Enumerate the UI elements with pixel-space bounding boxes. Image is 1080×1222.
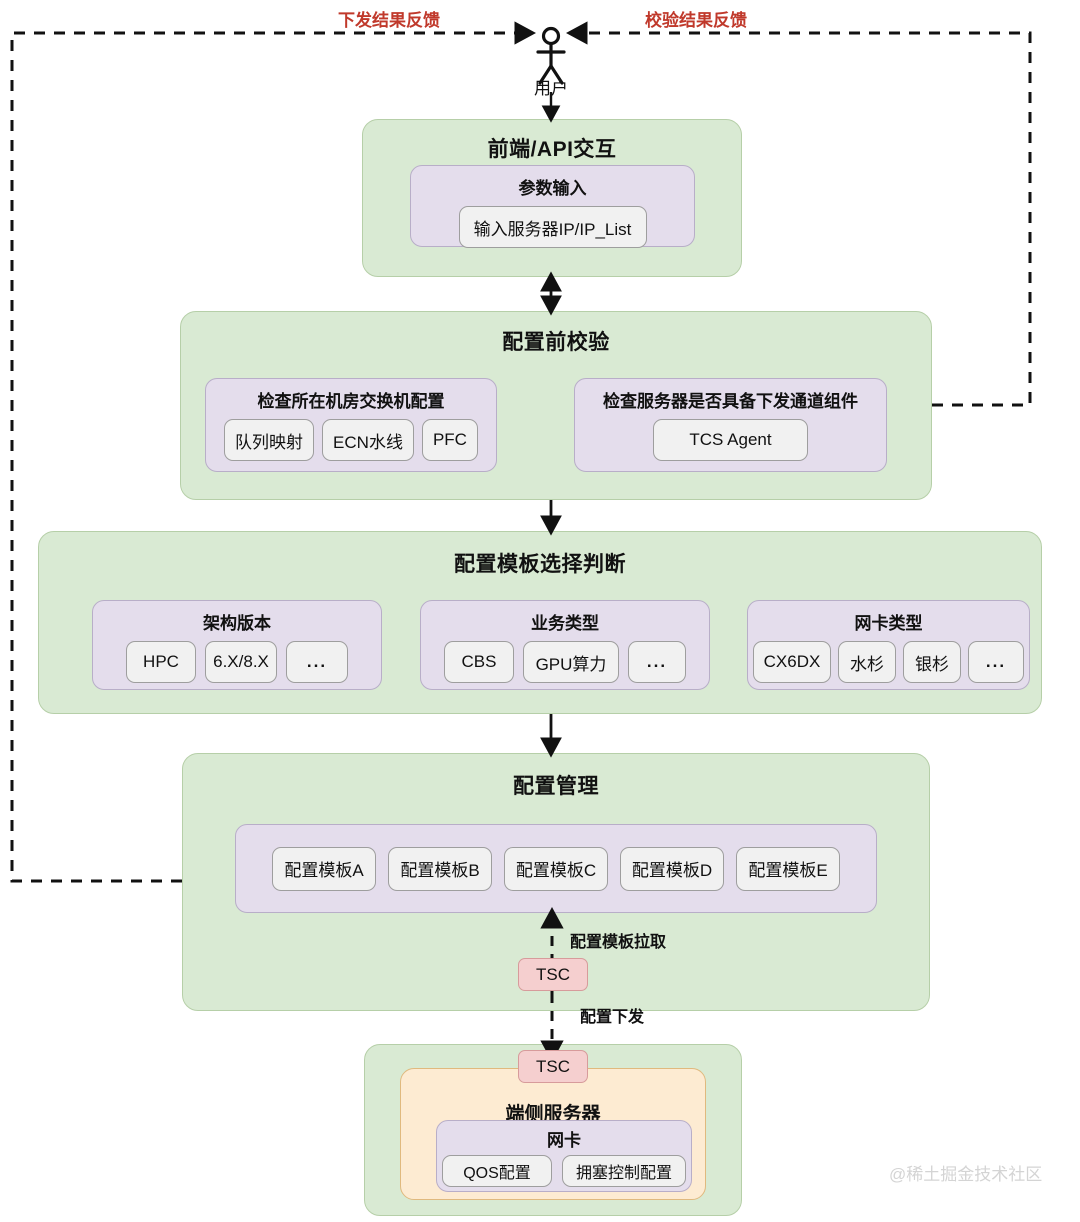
group-business-type[interactable]: 业务类型 CBS GPU算力 ... [420,600,710,690]
group-title: 架构版本 [203,614,271,633]
group-architecture-version[interactable]: 架构版本 HPC 6.X/8.X ... [92,600,382,690]
chip-row: CX6DX 水杉 银杉 ... [753,641,1024,683]
chip-row: 队列映射 ECN水线 PFC [224,419,478,461]
chip-queue-mapping[interactable]: 队列映射 [224,419,315,461]
chip-row: 输入服务器IP/IP_List [458,206,647,248]
chip-more[interactable]: ... [286,641,348,683]
group-check-delivery-channel[interactable]: 检查服务器是否具备下发通道组件 TCS Agent [574,378,887,472]
chip-gpu-compute[interactable]: GPU算力 [523,641,619,683]
template-pull-label: 配置模板拉取 [570,934,667,951]
group-title: 检查服务器是否具备下发通道组件 [603,392,858,411]
chip-cx6dx[interactable]: CX6DX [753,641,831,683]
chip-config-template-c[interactable]: 配置模板C [504,846,608,891]
group-title: 参数输入 [518,179,587,198]
group-parameter-input[interactable]: 参数输入 输入服务器IP/IP_List [410,165,695,248]
stage-title: 配置管理 [513,775,599,798]
chip-tcs-agent[interactable]: TCS Agent [653,419,808,461]
group-title: 网卡类型 [854,614,923,633]
stage-title: 配置模板选择判断 [454,553,626,576]
chip-row: CBS GPU算力 ... [444,641,686,683]
chip-hpc[interactable]: HPC [126,641,196,683]
chip-config-template-d[interactable]: 配置模板D [620,846,724,891]
chip-row: QOS配置 拥塞控制配置 [442,1155,686,1187]
server-title: 端侧服务器 [505,1104,601,1125]
chip-ecn-waterline[interactable]: ECN水线 [322,419,414,461]
group-check-switch-config[interactable]: 检查所在机房交换机配置 队列映射 ECN水线 PFC [205,378,497,472]
config-deliver-label: 配置下发 [580,1009,645,1026]
tsc-badge-upper[interactable]: TSC [518,958,588,991]
chip-more[interactable]: ... [628,641,686,683]
tsc-badge-lower[interactable]: TSC [518,1050,588,1083]
verify-result-feedback-label: 校验结果反馈 [645,11,747,30]
group-nic[interactable]: 网卡 QOS配置 拥塞控制配置 [436,1120,692,1192]
group-title: 网卡 [547,1131,581,1150]
chip-server-ip-input[interactable]: 输入服务器IP/IP_List [458,206,647,248]
chip-cbs[interactable]: CBS [444,641,514,683]
chip-row: 配置模板A 配置模板B 配置模板C 配置模板D 配置模板E [272,846,840,891]
chip-shuishan[interactable]: 水杉 [838,641,896,683]
chip-qos-config[interactable]: QOS配置 [442,1155,552,1187]
stage-title: 前端/API交互 [487,138,617,161]
chip-more[interactable]: ... [968,641,1024,683]
chip-config-template-e[interactable]: 配置模板E [736,846,840,891]
chip-yinshan[interactable]: 银杉 [903,641,961,683]
group-title: 业务类型 [531,614,599,633]
chip-config-template-a[interactable]: 配置模板A [272,846,376,891]
chip-row: HPC 6.X/8.X ... [126,641,348,683]
group-title: 检查所在机房交换机配置 [257,392,445,411]
stage-title: 配置前校验 [502,331,610,354]
chip-config-template-b[interactable]: 配置模板B [388,846,492,891]
chip-pfc[interactable]: PFC [421,419,478,461]
deliver-result-feedback-label: 下发结果反馈 [338,11,440,30]
actor-label: 用户 [534,79,568,98]
chip-congestion-control-config[interactable]: 拥塞控制配置 [562,1155,686,1187]
watermark: @稀土掘金技术社区 [889,1165,1043,1184]
group-config-templates[interactable]: 配置模板A 配置模板B 配置模板C 配置模板D 配置模板E [235,824,877,913]
chip-row: TCS Agent [653,419,808,461]
chip-6x-8x[interactable]: 6.X/8.X [205,641,277,683]
group-nic-type[interactable]: 网卡类型 CX6DX 水杉 银杉 ... [747,600,1030,690]
